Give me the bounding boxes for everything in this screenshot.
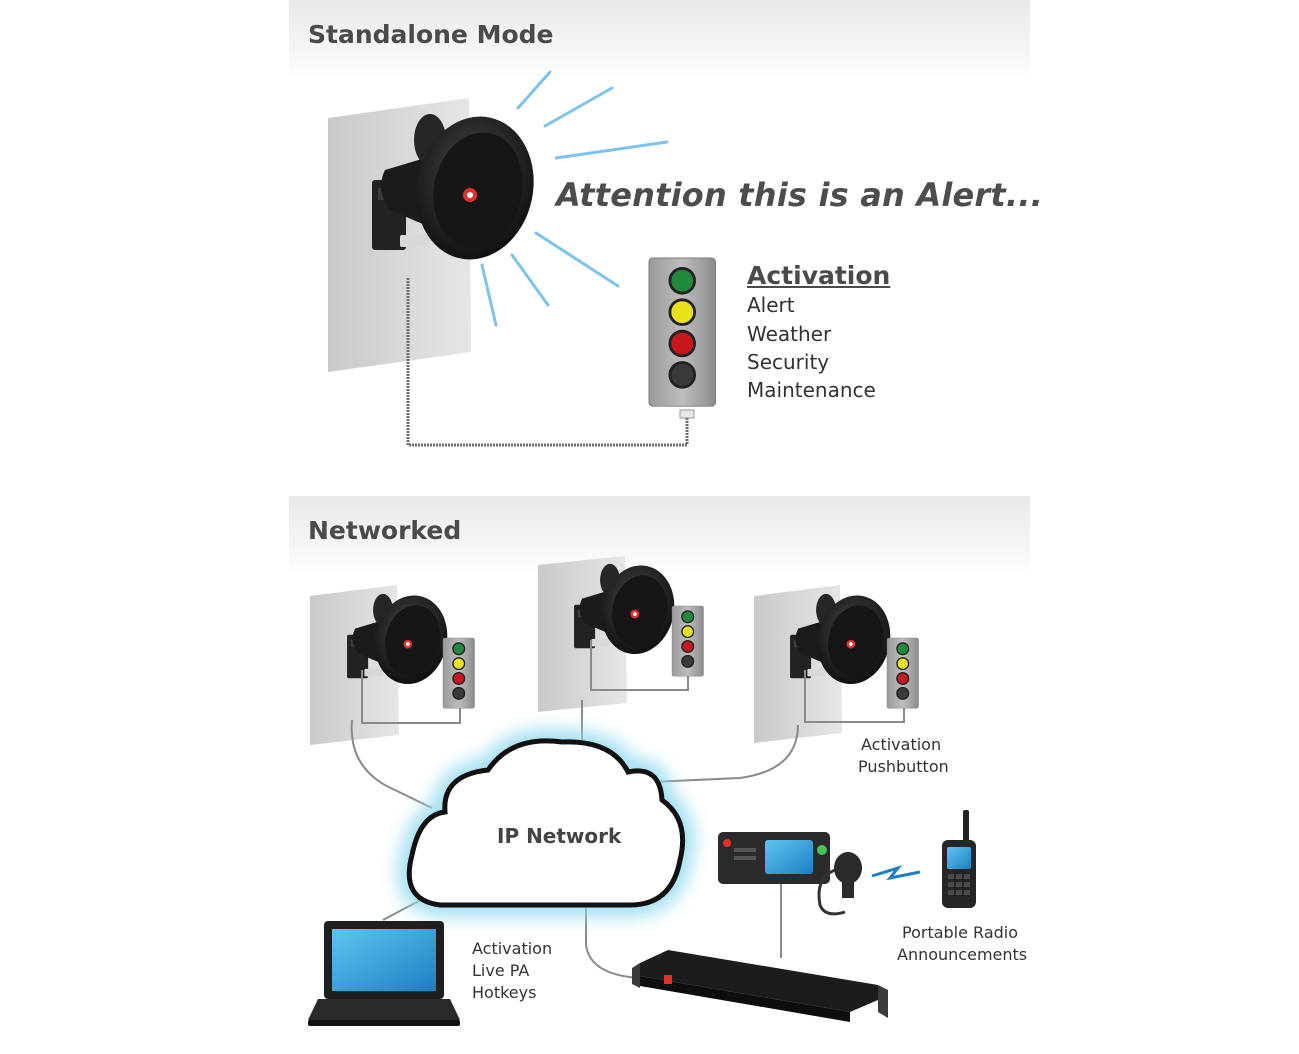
laptop-label-line-3: Hotkeys xyxy=(472,983,537,1002)
cloud-icon xyxy=(398,729,694,916)
radio-label-line-1: Portable Radio xyxy=(902,923,1019,942)
pushbutton-station-icon-1 xyxy=(442,637,476,709)
laptop-label-line-2: Live PA xyxy=(472,961,530,980)
activation-item-alert: Alert xyxy=(747,293,795,317)
standalone-header: Standalone Mode xyxy=(289,0,1030,80)
activation-heading: Activation xyxy=(747,261,891,290)
activation-item-weather: Weather xyxy=(747,322,832,346)
standalone-title: Standalone Mode xyxy=(308,20,554,49)
networked-title: Networked xyxy=(308,516,462,545)
pushbutton-label-line-2: Pushbutton xyxy=(858,757,949,776)
activation-item-security: Security xyxy=(747,350,830,374)
rack-unit-icon xyxy=(632,950,888,1022)
handheld-radio-icon xyxy=(942,810,976,908)
alert-message: Attention this is an Alert... xyxy=(556,176,1043,214)
ip-network-label: IP Network xyxy=(497,824,622,848)
pushbutton-station-icon-2 xyxy=(671,605,705,677)
activation-item-maintenance: Maintenance xyxy=(747,378,876,402)
sound-rays xyxy=(480,70,669,327)
standalone-cable xyxy=(406,278,689,447)
pushbutton-label-line-1: Activation xyxy=(861,735,942,754)
radio-label-line-2: Announcements xyxy=(897,945,1028,964)
pushbutton-station-icon-3 xyxy=(886,637,920,709)
radio-base-station-icon xyxy=(718,832,862,916)
laptop-icon xyxy=(308,921,460,1026)
networked-header: Networked xyxy=(289,496,1030,576)
wireless-signal-icon xyxy=(871,865,921,881)
laptop-label-line-1: Activation xyxy=(472,939,553,958)
pushbutton-station-icon xyxy=(647,256,717,408)
